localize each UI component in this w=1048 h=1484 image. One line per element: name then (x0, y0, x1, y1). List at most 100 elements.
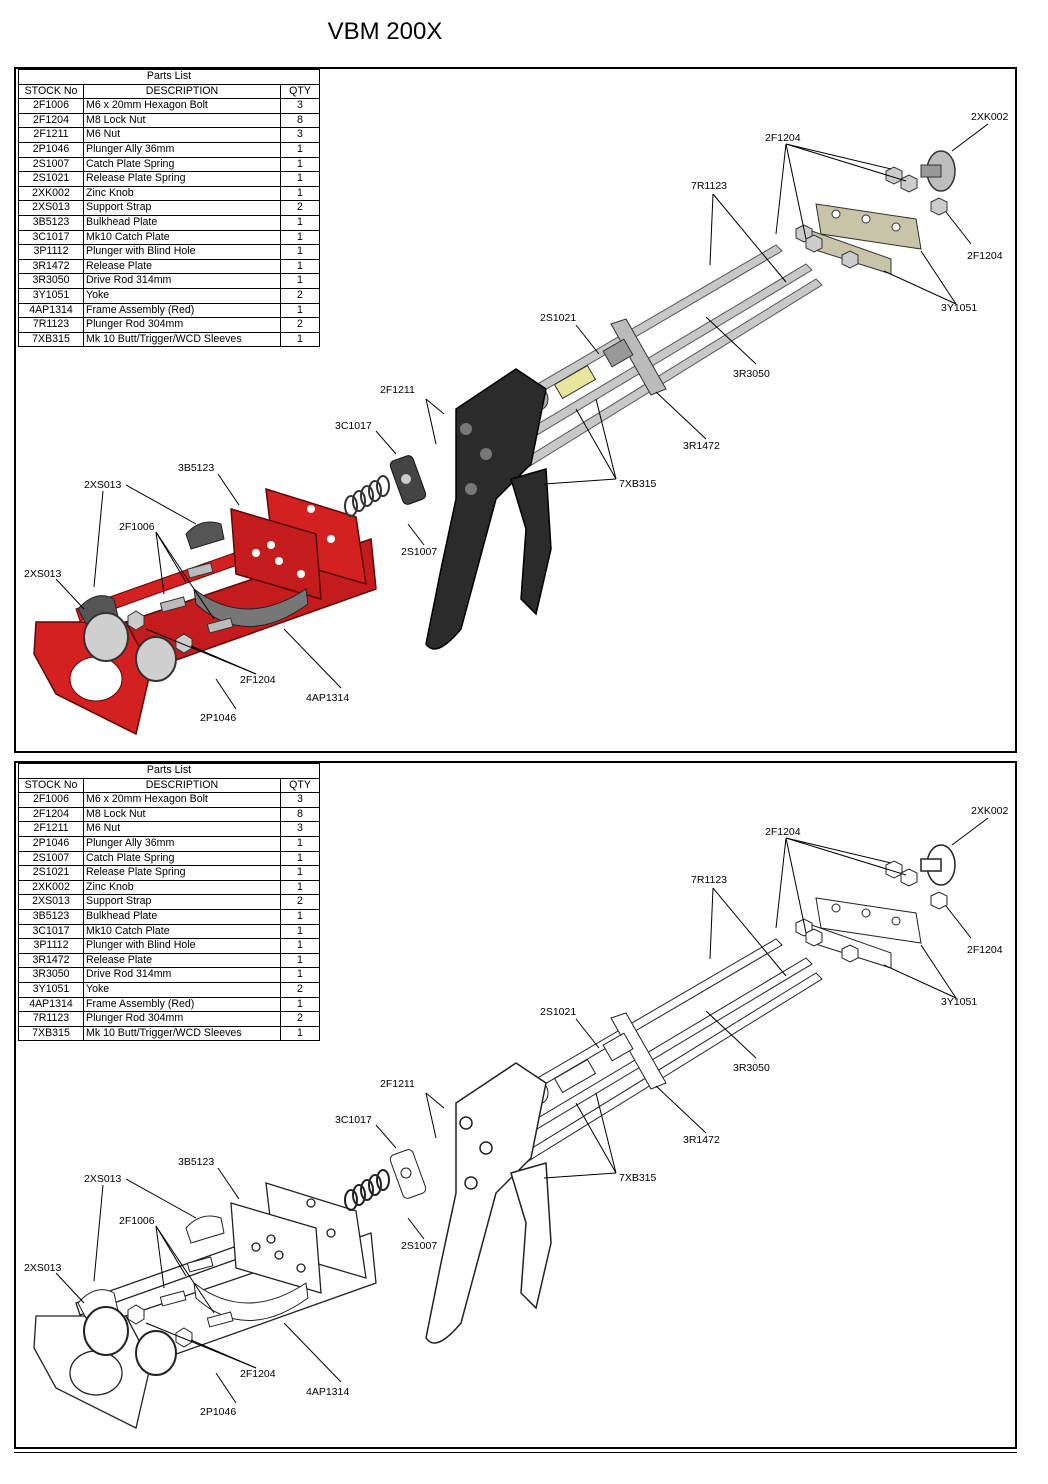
footer-rule (14, 1452, 1017, 1453)
parts-description-cell: Mk 10 Butt/Trigger/WCD Sleeves (83, 1025, 281, 1042)
parts-description-cell: M6 x 20mm Hexagon Bolt (83, 792, 281, 808)
callout-3R1472: 3R1472 (683, 1134, 720, 1146)
parts-stock-cell: 2F1006 (18, 98, 84, 114)
catch-plate-spring (344, 475, 390, 517)
parts-stock-cell: 2XS013 (18, 894, 84, 910)
parts-qty-cell: 8 (280, 112, 320, 129)
parts-description-cell: Support Strap (83, 894, 281, 910)
callout-2F1204-bottom: 2F1204 (240, 1368, 276, 1380)
callout-2F1204-right: 2F1204 (967, 944, 1003, 956)
parts-stock-cell: 3C1017 (18, 923, 84, 940)
parts-description-cell: Frame Assembly (Red) (83, 996, 281, 1013)
callout-2F1204-right: 2F1204 (967, 250, 1003, 262)
catch-plate (389, 455, 427, 505)
callout-2F1006: 2F1006 (119, 1215, 155, 1227)
bolts-and-nuts-left (127, 562, 234, 654)
release-plate (602, 318, 667, 396)
parts-stock-cell: 7XB315 (18, 1025, 84, 1042)
exploded-diagram-line: 2XK002 2F1204 2F1204 7R1123 3Y1051 2S102… (24, 805, 1009, 1429)
callout-4AP1314: 4AP1314 (306, 1386, 349, 1398)
callout-2F1211: 2F1211 (380, 384, 415, 396)
parts-stock-cell: 3R3050 (18, 967, 84, 983)
parts-qty-cell: 1 (280, 1025, 320, 1042)
callout-2F1204-bottom: 2F1204 (240, 674, 276, 686)
callout-2S1021: 2S1021 (540, 1006, 576, 1018)
parts-list-caption: Parts List (18, 763, 320, 779)
parts-description-cell: Release Plate (83, 952, 281, 969)
callout-2P1046: 2P1046 (200, 1406, 236, 1418)
callout-3C1017: 3C1017 (335, 420, 372, 432)
parts-description-cell: Bulkhead Plate (83, 908, 281, 925)
catch-plate-outline (389, 1149, 427, 1199)
leader-lines (55, 817, 989, 1404)
callout-3Y1051: 3Y1051 (941, 996, 977, 1008)
parts-list-table: Parts List STOCK No DESCRIPTION QTY 2F10… (18, 69, 320, 348)
callout-7R1123: 7R1123 (691, 180, 727, 192)
callout-2F1211: 2F1211 (380, 1078, 415, 1090)
column-header-qty: QTY (280, 777, 320, 794)
gun-body-handle (425, 368, 552, 650)
parts-stock-cell: 2P1046 (18, 141, 84, 158)
exploded-view-line-panel: Parts List STOCK No DESCRIPTION QTY 2F10… (14, 761, 1017, 1449)
parts-stock-cell: 3R1472 (18, 258, 84, 275)
parts-description-cell: Mk 10 Butt/Trigger/WCD Sleeves (83, 331, 281, 348)
parts-description-cell: Plunger with Blind Hole (83, 244, 281, 260)
parts-stock-cell: 2P1046 (18, 835, 84, 852)
plungers-outline (83, 1306, 177, 1376)
callout-2S1007: 2S1007 (401, 546, 437, 558)
callout-2XS013-left: 2XS013 (24, 1262, 62, 1274)
exploded-view-color-panel: Parts List STOCK No DESCRIPTION QTY 2F10… (14, 67, 1017, 753)
callout-2P1046: 2P1046 (200, 712, 236, 724)
parts-stock-cell: 7R1123 (18, 1011, 84, 1027)
callout-7XB315: 7XB315 (619, 478, 657, 490)
parts-stock-cell: 2XK002 (18, 879, 84, 896)
callout-7R1123: 7R1123 (691, 874, 727, 886)
lock-nuts (795, 166, 948, 269)
release-plate-outline (602, 1012, 667, 1090)
parts-list-table: Parts List STOCK No DESCRIPTION QTY 2F10… (18, 763, 320, 1042)
callout-4AP1314: 4AP1314 (306, 692, 349, 704)
parts-qty-cell: 1 (280, 244, 320, 260)
gun-body-handle-outline (425, 1062, 552, 1344)
callout-7XB315: 7XB315 (619, 1172, 657, 1184)
parts-stock-cell: 3R3050 (18, 273, 84, 289)
callout-3B5123: 3B5123 (178, 462, 214, 474)
lock-nuts-outline (795, 860, 948, 963)
catch-plate-spring-outline (344, 1169, 390, 1211)
parts-qty-cell: 1 (280, 331, 320, 348)
plungers (83, 612, 177, 682)
yokes-outline (805, 897, 922, 969)
parts-stock-cell: 3B5123 (18, 214, 84, 231)
callout-3C1017: 3C1017 (335, 1114, 372, 1126)
parts-stock-cell: 3C1017 (18, 229, 84, 246)
parts-qty-cell: 1 (280, 229, 320, 246)
parts-stock-cell: 7XB315 (18, 331, 84, 348)
support-straps-outline (77, 1215, 309, 1321)
callout-3R3050: 3R3050 (733, 1062, 770, 1074)
callout-2XS013-left: 2XS013 (24, 568, 62, 580)
page-title: VBM 200X (327, 18, 443, 45)
callout-2XK002: 2XK002 (971, 805, 1009, 817)
callout-2S1021: 2S1021 (540, 312, 576, 324)
callout-2S1007: 2S1007 (401, 1240, 437, 1252)
callout-3B5123: 3B5123 (178, 1156, 214, 1168)
bolts-and-nuts-left-outline (127, 1256, 234, 1348)
callout-2F1204-top: 2F1204 (765, 132, 801, 144)
